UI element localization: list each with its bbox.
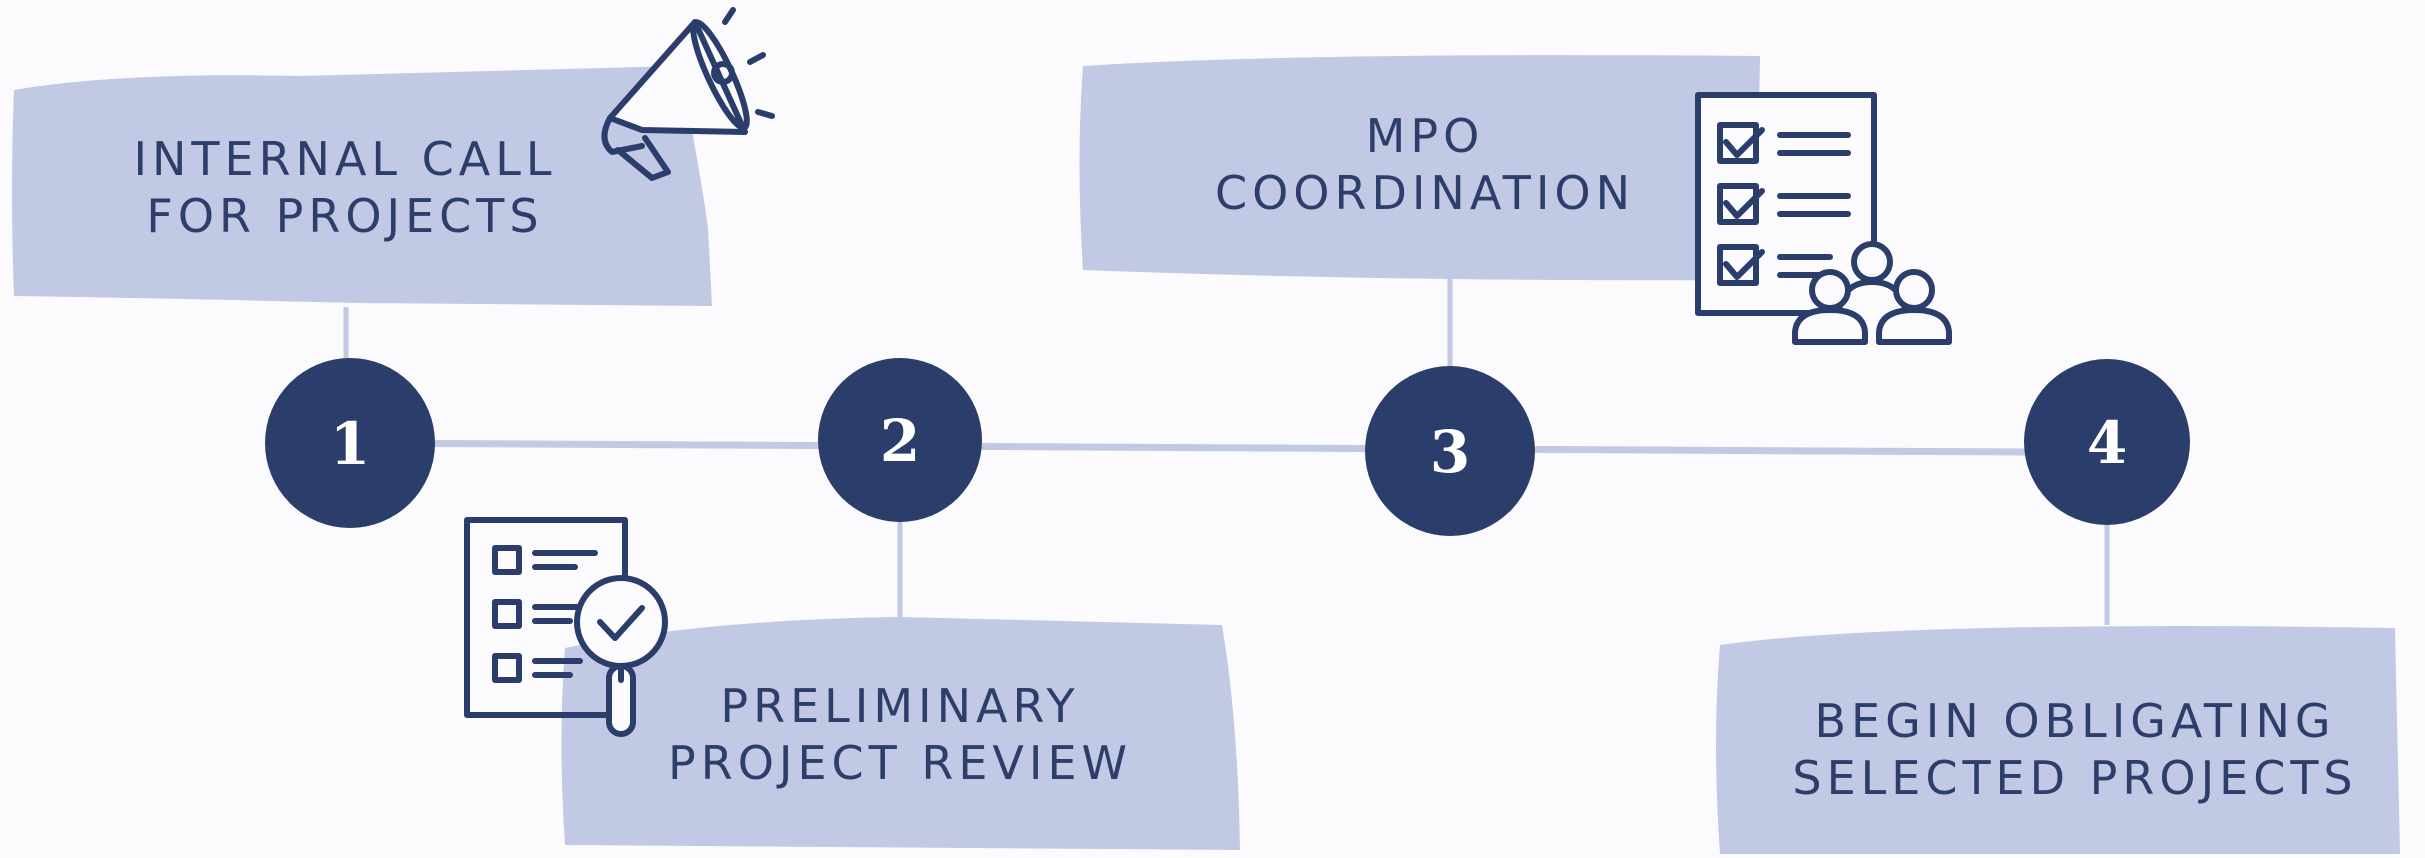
- step-circle-4: 4: [2024, 359, 2190, 525]
- checklist-group-icon: [1695, 92, 1952, 345]
- timeline-line: [344, 439, 2031, 456]
- step-circle-2: 2: [818, 358, 982, 522]
- megaphone-icon: [601, 7, 775, 181]
- step-number-1: 1: [330, 410, 370, 478]
- label-box-1: [12, 66, 712, 306]
- step-2-label-line2: PROJECT REVIEW: [668, 736, 1132, 790]
- step-number-2: 2: [880, 407, 920, 475]
- step-3-label-line2: COORDINATION: [1214, 166, 1636, 220]
- step-1-label-line2: FOR PROJECTS: [146, 189, 544, 243]
- step-circle-3: 3: [1365, 366, 1535, 536]
- step-1-label: INTERNAL CALL FOR PROJECTS: [100, 128, 590, 248]
- step-4-label: BEGIN OBLIGATING SELECTED PROJECTS: [1740, 690, 2410, 810]
- checklist-magnifier-icon: [464, 517, 668, 737]
- label-box-3: [1079, 55, 1760, 281]
- step-circle-1: 1: [265, 358, 435, 528]
- step-4-label-line1: BEGIN OBLIGATING: [1814, 694, 2336, 748]
- step-2-label: PRELIMINARY PROJECT REVIEW: [600, 675, 1200, 795]
- step-1-label-line1: INTERNAL CALL: [133, 132, 557, 186]
- step-3-label: MPO COORDINATION: [1150, 105, 1700, 225]
- label-box-2: [561, 617, 1240, 850]
- step-number-3: 3: [1430, 418, 1470, 486]
- step-4-label-line2: SELECTED PROJECTS: [1792, 751, 2358, 805]
- step-2-label-line1: PRELIMINARY: [720, 679, 1080, 733]
- step-number-4: 4: [2087, 409, 2127, 477]
- label-box-4: [1716, 626, 2400, 854]
- step-3-label-line1: MPO: [1365, 109, 1485, 163]
